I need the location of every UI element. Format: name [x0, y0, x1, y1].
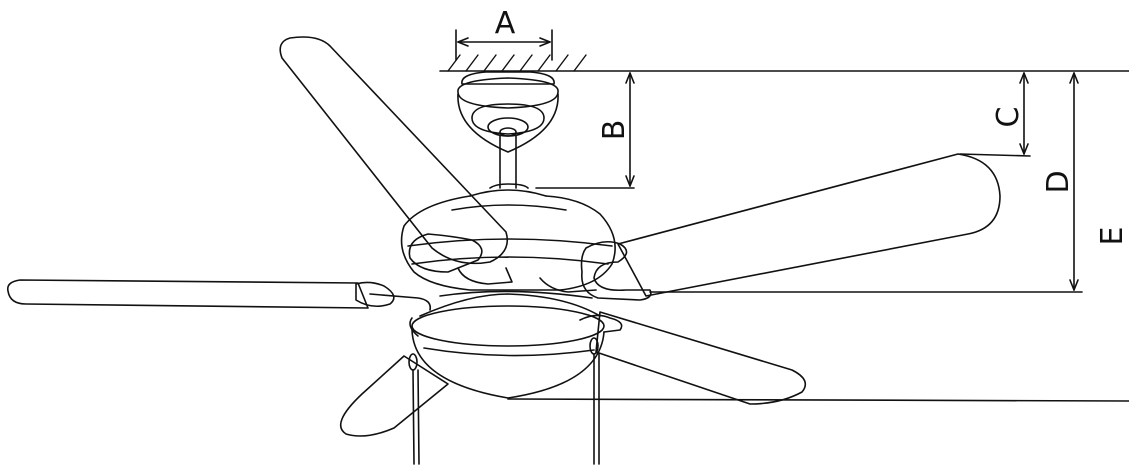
ceiling: [439, 54, 1129, 72]
blade-brackets: [355, 233, 652, 311]
dimension-e: E: [507, 227, 1129, 402]
fan-blade-front-right: [595, 311, 807, 405]
canopy: [457, 71, 559, 153]
label-e: E: [1095, 227, 1129, 246]
label-b: B: [597, 120, 632, 141]
downrod: [499, 135, 517, 189]
fan-blade-right: [617, 153, 1001, 297]
dimension-b: B: [535, 72, 635, 189]
fan-blade-left: [6, 279, 369, 309]
label-c: C: [991, 107, 1026, 128]
dimension-a: A: [455, 6, 553, 61]
pull-chains: [408, 337, 600, 465]
label-a: A: [495, 6, 516, 41]
motor-housing: [400, 183, 616, 291]
fan-blade-rear-left: [279, 36, 509, 265]
fan-blade-front-left: [339, 355, 449, 437]
label-d: D: [1041, 170, 1076, 193]
dimension-c: C: [959, 72, 1031, 157]
dimension-d: D: [649, 72, 1083, 293]
